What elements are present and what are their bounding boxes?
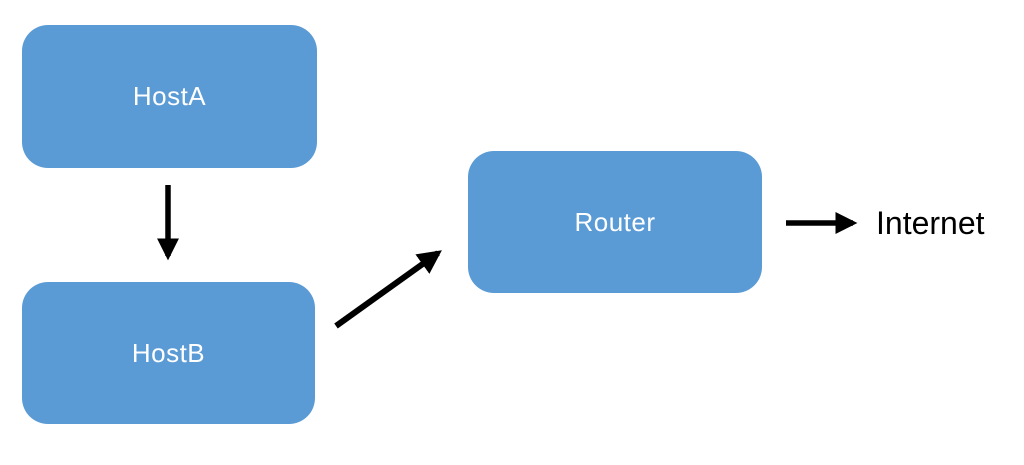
node-router: Router <box>468 151 762 293</box>
node-router-label: Router <box>574 206 656 237</box>
arrow-hostb-to-router <box>334 250 442 329</box>
internet-label: Internet <box>876 205 985 241</box>
node-hostb-label: HostB <box>131 337 206 368</box>
node-hostb: HostB <box>22 282 315 424</box>
node-hosta: HostA <box>22 25 317 168</box>
node-hosta-label: HostA <box>132 81 207 111</box>
